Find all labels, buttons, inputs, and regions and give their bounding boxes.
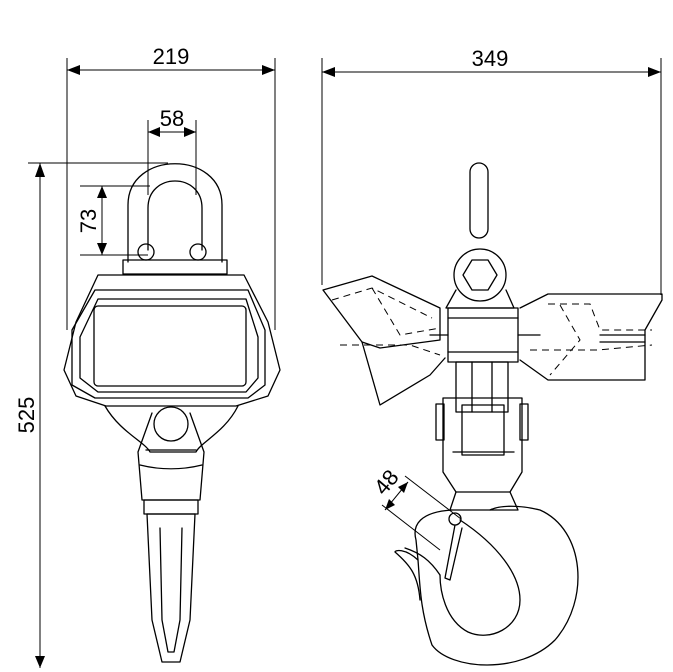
dimension-front-width: 219 xyxy=(67,44,275,75)
side-wings xyxy=(322,275,663,406)
front-yoke xyxy=(104,405,239,515)
side-hook xyxy=(394,505,579,666)
dimension-shackle-height: 73 xyxy=(76,185,150,256)
front-shackle xyxy=(122,163,228,275)
side-width-label: 349 xyxy=(472,46,509,71)
front-body xyxy=(63,274,281,407)
total-height-label: 525 xyxy=(14,397,39,434)
side-center-block xyxy=(429,307,541,413)
shackle-height-label: 73 xyxy=(76,209,101,233)
front-view xyxy=(63,58,281,663)
side-view xyxy=(321,58,663,666)
front-shank xyxy=(146,513,196,663)
dimension-total-height: 525 xyxy=(14,162,168,668)
shackle-gap-label: 58 xyxy=(160,106,184,131)
side-eye xyxy=(445,162,515,309)
side-swivel xyxy=(435,397,529,511)
dimension-shackle-gap: 58 xyxy=(147,106,197,195)
front-width-label: 219 xyxy=(153,44,190,69)
dimension-side-width: 349 xyxy=(322,46,661,77)
